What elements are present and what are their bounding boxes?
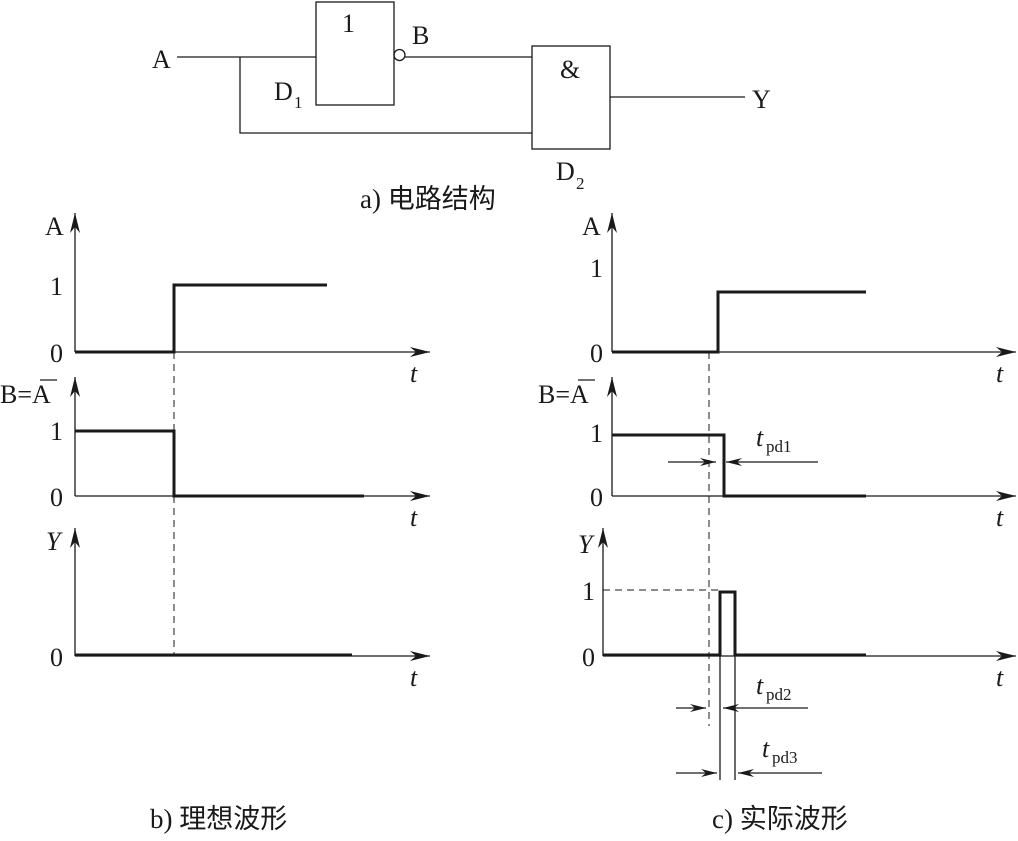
inverter-gate-d1 [315,1,395,106]
actual-a-tick-0: 0 [590,339,603,368]
actual-b-label: B=A [538,380,589,409]
ideal-b-tick-1: 1 [50,417,63,446]
ideal-a-t-label: t [410,359,418,388]
tpd2-label: t [756,671,764,700]
ideal-y-tick-0: 0 [50,643,63,672]
actual-a-tick-1: 1 [590,254,603,283]
actual-waveforms: A 1 0 t B=A 1 0 t t pd1 Y 1 0 t t [538,212,1016,834]
circuit-input-label: A [152,45,171,74]
ideal-b-waveform [75,429,364,498]
ideal-a-waveform [75,283,327,354]
inverter-bubble [393,48,406,62]
and-name: D [556,157,575,186]
actual-b-waveform [612,433,866,498]
caption-ideal: b) 理想波形 [150,804,287,834]
actual-y-label: Y [578,530,595,559]
inverter-subscript: 1 [294,93,303,112]
tpd1-label: t [756,423,764,452]
actual-y-tick-1: 1 [582,577,595,606]
ideal-a-label: A [45,212,64,241]
circuit: A 1 D 1 B & D 2 Y a) 电路结构 [152,1,771,214]
ideal-y-t-label: t [410,663,418,692]
and-symbol: & [560,55,580,84]
tpd2-subscript: pd2 [766,685,792,704]
ideal-a-tick-1: 1 [50,272,63,301]
actual-a-label: A [582,212,601,241]
inverter-output-label: B [412,21,429,50]
inverter-name: D [274,77,293,106]
ideal-y-label: Y [46,527,63,556]
tpd3-label: t [762,734,770,763]
ideal-b-tick-0: 0 [50,483,63,512]
ideal-b-t-label: t [410,503,418,532]
actual-b-tick-1: 1 [590,419,603,448]
tpd1-subscript: pd1 [766,437,792,456]
and-subscript: 2 [576,174,585,193]
caption-circuit: a) 电路结构 [360,184,496,214]
ideal-b-label: B=A [0,380,51,409]
actual-a-waveform [612,290,866,354]
inverter-symbol: 1 [342,9,355,38]
actual-b-t-label: t [996,503,1004,532]
actual-y-t-label: t [996,663,1004,692]
actual-y-tick-0: 0 [582,643,595,672]
tpd3-subscript: pd3 [772,748,798,767]
actual-a-t-label: t [996,359,1004,388]
actual-b-tick-0: 0 [590,483,603,512]
circuit-output-label: Y [752,85,771,114]
actual-y-glitch-waveform [603,590,866,657]
caption-actual: c) 实际波形 [712,804,848,834]
branch-wire [239,57,532,134]
ideal-a-tick-0: 0 [50,339,63,368]
ideal-waveforms: A 1 0 t B=A 1 0 t Y 0 t b) 理想波形 [0,212,430,834]
